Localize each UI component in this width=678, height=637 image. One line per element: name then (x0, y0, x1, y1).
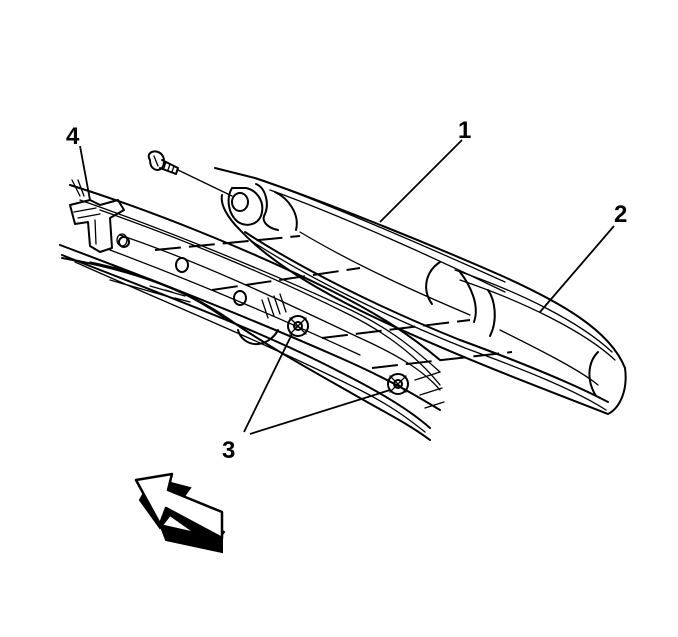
screw-leader (177, 169, 233, 197)
arrow-face (134, 472, 224, 540)
clip-hole (118, 236, 130, 248)
trim-groove-3 (459, 271, 477, 323)
clip-detail (73, 207, 101, 245)
rail-end-stubs (414, 371, 445, 409)
trim-groove-4 (487, 289, 496, 337)
rail-edge-lower (61, 254, 431, 429)
callout-4: 4 (66, 123, 80, 150)
align-line-3 (321, 319, 471, 339)
leader-4 (79, 145, 91, 201)
trim-screw-hole (231, 192, 249, 212)
leader-lines (79, 139, 615, 435)
trim-top-1 (261, 179, 506, 283)
trim-left-notch (255, 183, 279, 231)
trim-outline (214, 167, 627, 415)
rail-bracket (237, 329, 279, 346)
trim-groove-1 (274, 191, 298, 231)
rail-edge-lower-2 (59, 244, 441, 411)
trim-top-2 (269, 189, 506, 293)
windshield-edge-2 (89, 261, 231, 323)
trim-left-cap (227, 187, 264, 226)
trim-top-4 (459, 279, 616, 361)
roof-rail-structure (59, 184, 445, 441)
nut-2 (387, 373, 409, 395)
callout-1: 1 (458, 117, 471, 144)
nut-1 (287, 315, 309, 337)
trim-inner-2 (499, 329, 599, 386)
rail-edge-upper-3 (99, 209, 441, 386)
rail-edge-upper (69, 184, 441, 361)
screw-threads (163, 161, 175, 173)
leader-1 (379, 139, 463, 223)
forward-direction-arrow-icon (134, 472, 226, 554)
trim-panel (214, 167, 627, 415)
mount-hole-2 (233, 290, 247, 306)
rail-edge-upper-2 (79, 199, 441, 373)
windshield-edge (61, 257, 431, 441)
align-line-1 (154, 235, 301, 251)
nut-2-flats (389, 375, 407, 393)
clip-body (69, 199, 125, 253)
rail-edge-mid (119, 234, 441, 391)
rail-edge-lower-3 (74, 261, 426, 433)
trim-bottom (244, 231, 609, 403)
rail-flange-line (109, 279, 181, 301)
trim-inner-1 (299, 231, 471, 316)
leader-3b (249, 389, 391, 435)
nut-2-center (393, 379, 403, 389)
fastener-nuts (287, 315, 409, 395)
leader-2 (539, 225, 615, 313)
trim-top-3 (454, 269, 613, 353)
leader-3a (243, 333, 293, 433)
screw-head (147, 150, 166, 171)
nut-1-flats (289, 317, 307, 335)
trim-groove-5 (588, 351, 599, 397)
trim-groove-2 (425, 261, 441, 305)
rail-small-marks (111, 264, 173, 293)
screw-icon (147, 150, 233, 197)
trim-bottom-2 (249, 239, 607, 411)
callout-2: 2 (614, 201, 627, 228)
alignment-lines (154, 235, 513, 369)
align-line-2 (211, 267, 361, 291)
align-line-4 (371, 351, 513, 369)
arrow-depth (159, 523, 223, 554)
rail-ribs (261, 293, 287, 319)
clip-tab (71, 179, 85, 197)
retainer-clip (69, 179, 130, 253)
screw-slot (153, 155, 159, 167)
mount-hole-1 (175, 257, 189, 273)
callout-3: 3 (222, 437, 235, 464)
nut-1-center (293, 321, 303, 331)
